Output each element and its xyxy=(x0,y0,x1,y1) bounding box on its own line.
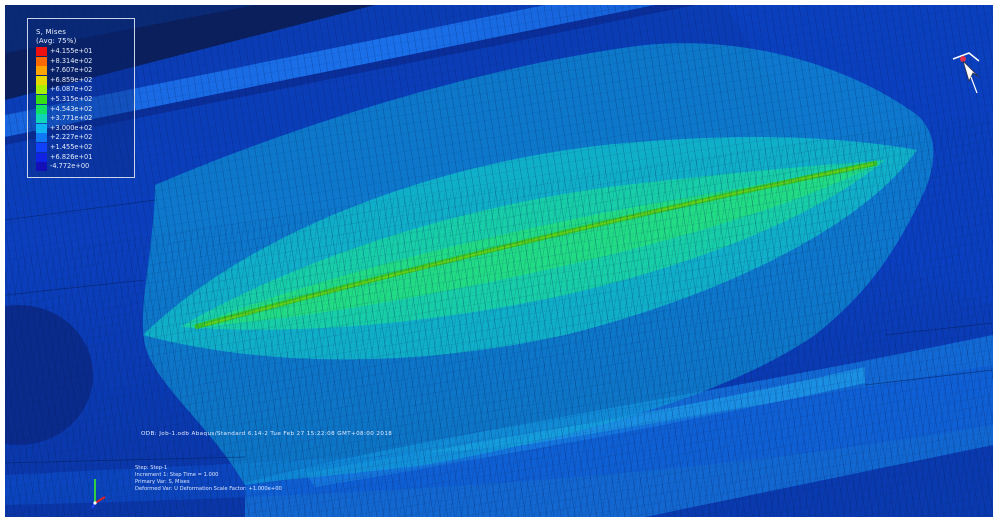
legend-subtitle: (Avg: 75%) xyxy=(36,37,77,45)
legend-swatch xyxy=(36,75,47,85)
legend-value: +6.826e+01 xyxy=(50,152,93,161)
legend-row: +7.607e+02 xyxy=(36,66,130,76)
viewport[interactable]: S, Mises (Avg: 75%) +4.155e+01+8.314e+02… xyxy=(5,5,993,517)
legend-row: +8.314e+02 xyxy=(36,56,130,66)
legend-row: +3.771e+02 xyxy=(36,114,130,124)
legend-value: +6.859e+02 xyxy=(50,75,93,84)
legend-value: +8.314e+02 xyxy=(50,56,93,65)
info-increment: Increment 1: Step Time = 1.000 xyxy=(135,472,219,478)
legend-row: +4.155e+01 xyxy=(36,47,130,56)
legend-swatch xyxy=(36,104,47,114)
legend-row: +6.859e+02 xyxy=(36,75,130,85)
legend-value: +5.315e+02 xyxy=(50,95,93,103)
legend-value: +4.155e+01 xyxy=(50,47,93,55)
legend-swatch xyxy=(36,152,47,162)
info-deformed-var: Deformed Var: U Deformation Scale Factor… xyxy=(135,486,282,492)
info-primary-var: Primary Var: S, Mises xyxy=(135,479,190,485)
legend-swatch xyxy=(36,66,47,76)
legend-row: +6.087e+02 xyxy=(36,85,130,95)
odb-label: ODB: Job-1.odb Abaqus/Standard 6.14-2 Tu… xyxy=(141,431,393,437)
legend-swatch xyxy=(36,114,47,124)
legend-swatch xyxy=(36,143,47,152)
contour-legend: S, Mises (Avg: 75%) +4.155e+01+8.314e+02… xyxy=(27,18,135,178)
legend-row: +2.227e+02 xyxy=(36,133,130,143)
legend-value: +7.607e+02 xyxy=(50,66,93,75)
legend-swatch xyxy=(36,85,47,95)
legend-swatch xyxy=(36,47,47,56)
legend-value: +2.227e+02 xyxy=(50,133,93,142)
info-step: Step: Step-1 xyxy=(135,465,168,471)
legend-swatch xyxy=(36,56,47,66)
legend-value: -4.772e+00 xyxy=(50,162,90,171)
legend-title: S, Mises xyxy=(36,28,67,36)
legend-value: +3.000e+02 xyxy=(50,123,93,132)
legend-row: +6.826e+01 xyxy=(36,152,130,162)
legend-value: +1.455e+02 xyxy=(50,143,93,151)
legend-row: +3.000e+02 xyxy=(36,123,130,133)
compass-cursor-icon xyxy=(952,52,980,94)
legend-value: +4.543e+02 xyxy=(50,104,93,113)
axis-triad-icon xyxy=(91,479,106,509)
legend-swatch xyxy=(36,123,47,133)
mesh-contour-plot[interactable] xyxy=(5,5,993,517)
legend-swatch xyxy=(36,162,47,172)
legend-value: +6.087e+02 xyxy=(50,85,93,94)
legend-row: +5.315e+02 xyxy=(36,95,130,104)
legend-row: -4.772e+00 xyxy=(36,162,130,172)
legend-swatch xyxy=(36,95,47,104)
legend-value: +3.771e+02 xyxy=(50,114,93,123)
legend-row: +1.455e+02 xyxy=(36,143,130,152)
legend-row: +4.543e+02 xyxy=(36,104,130,114)
legend-swatch xyxy=(36,133,47,143)
